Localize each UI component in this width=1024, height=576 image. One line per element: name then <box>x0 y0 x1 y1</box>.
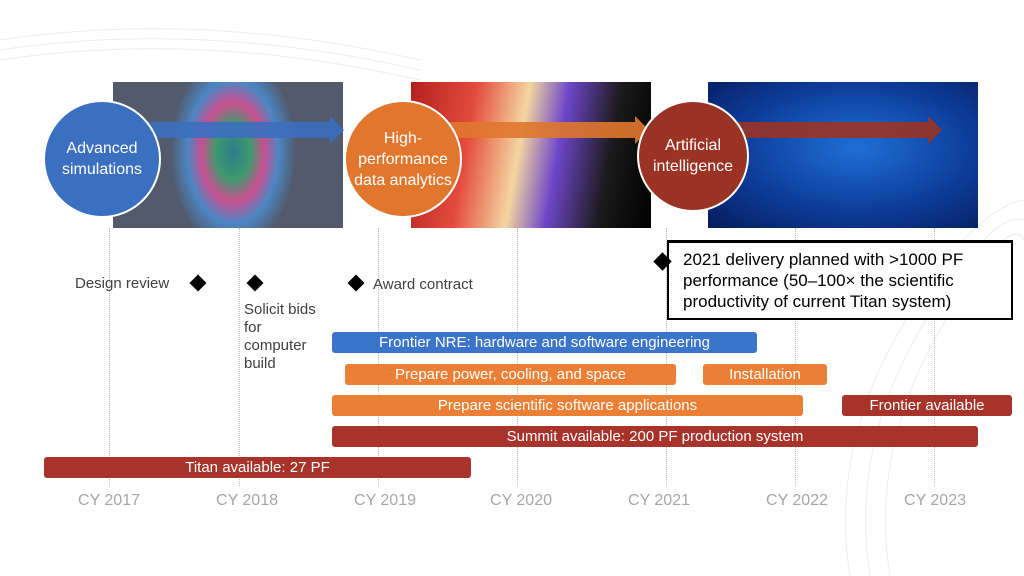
task-frontier-available: Frontier available <box>842 395 1012 416</box>
delivery-callout: 2021 delivery planned with >1000 PF perf… <box>667 240 1013 320</box>
task-summit-available: Summit available: 200 PF production syst… <box>332 426 978 447</box>
diamond-icon <box>246 274 264 292</box>
diamond-icon <box>189 274 207 292</box>
analytics-arrow <box>430 116 649 144</box>
ai-arrow <box>728 116 942 144</box>
gridline-2023 <box>934 228 935 486</box>
year-label-2019: CY 2019 <box>354 492 416 509</box>
task-installation: Installation <box>703 364 827 385</box>
gridline-2018 <box>239 228 240 486</box>
task-prepare-power: Prepare power, cooling, and space <box>345 364 676 385</box>
simulations-arrow <box>130 116 344 144</box>
year-label-2023: CY 2023 <box>904 492 966 509</box>
task-frontier-nre: Frontier NRE: hardware and software engi… <box>332 332 757 353</box>
gridline-2022 <box>795 228 796 486</box>
diamond-icon <box>347 274 365 292</box>
year-label-2021: CY 2021 <box>628 492 690 509</box>
milestone-solicit-bids: Solicit bids for computer build <box>244 301 316 372</box>
milestone-award-contract: Award contract <box>373 276 473 293</box>
year-label-2017: CY 2017 <box>78 492 140 509</box>
theme-advanced-simulations: Advanced simulations <box>43 100 161 218</box>
gridline-2020 <box>517 228 518 486</box>
task-prepare-software: Prepare scientific software applications <box>332 395 803 416</box>
gridline-2021 <box>666 228 667 486</box>
year-label-2018: CY 2018 <box>216 492 278 509</box>
circuit-brain-image <box>708 82 978 228</box>
year-label-2022: CY 2022 <box>766 492 828 509</box>
gridline-2017 <box>109 228 110 486</box>
milestone-design-review: Design review <box>75 275 170 292</box>
task-titan-available: Titan available: 27 PF <box>44 457 471 478</box>
gridline-2019 <box>378 228 379 486</box>
theme-data-analytics: High-performance data analytics <box>344 100 462 218</box>
theme-artificial-intelligence: Artificial intelligence <box>637 100 749 212</box>
year-label-2020: CY 2020 <box>490 492 552 509</box>
